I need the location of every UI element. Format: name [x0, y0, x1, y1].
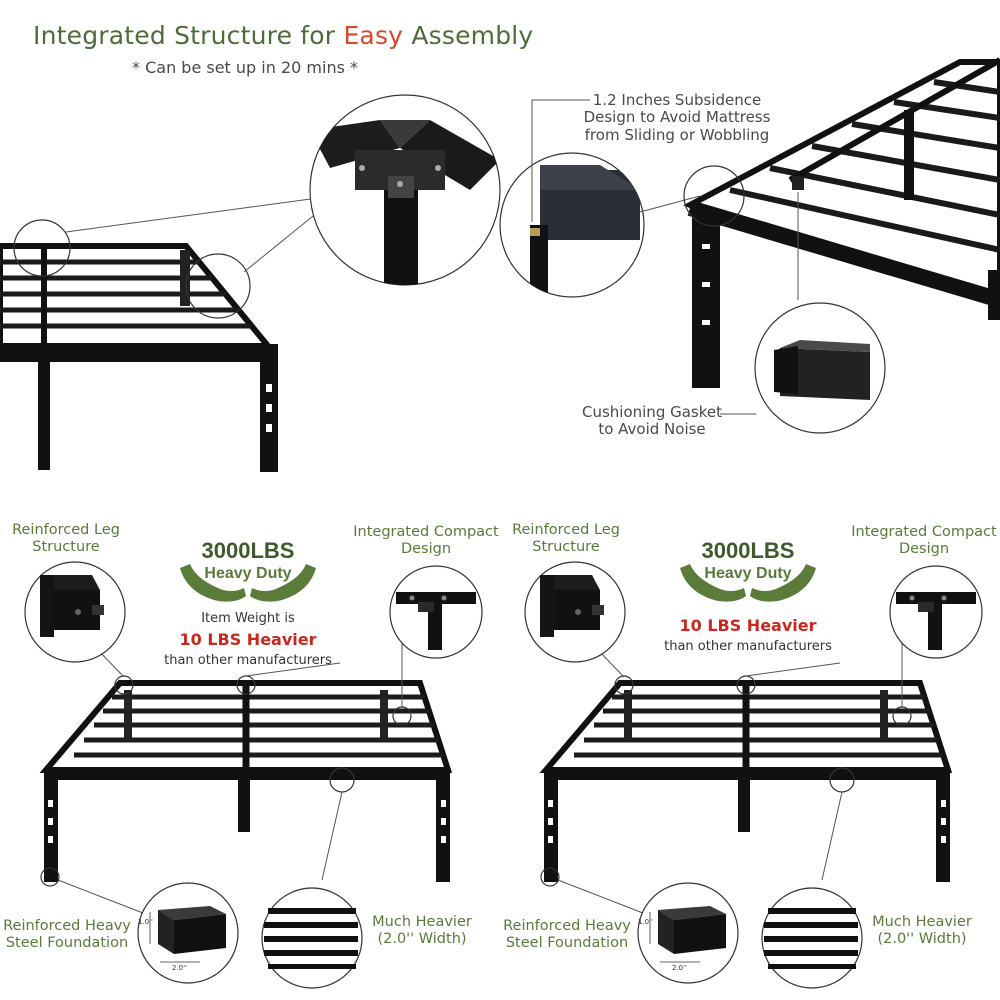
- item-weight-label-left: Item Weight is: [201, 611, 295, 626]
- dimension-height-right: 1.0'': [638, 918, 653, 926]
- top-left-bed-illustration: [0, 197, 319, 472]
- width-label-right: Much Heavier (2.0'' Width): [872, 914, 972, 947]
- gasket-closeup: [720, 302, 886, 434]
- load-capacity-right: 3000LBS: [701, 538, 795, 563]
- dimension-width-right: 2.0'': [672, 964, 687, 972]
- weight-comparison-right: than other manufacturers: [664, 639, 832, 654]
- weight-highlight-right: 10 LBS Heavier: [679, 616, 817, 635]
- subsidence-closeup: [499, 99, 701, 298]
- width-label-left: Much Heavier (2.0'' Width): [372, 914, 472, 947]
- leg-structure-label-right: Reinforced Leg Structure: [512, 522, 620, 555]
- gasket-caption: Cushioning Gasket to Avoid Noise: [581, 403, 722, 439]
- steel-foundation-label-right: Reinforced Heavy Steel Foundation: [503, 918, 631, 951]
- subsidence-caption: 1.2 Inches Subsidence Design to Avoid Ma…: [583, 91, 771, 144]
- title-accent: Easy: [343, 21, 404, 50]
- page-title: Integrated Structure for Easy Assembly: [33, 21, 534, 50]
- page-subtitle: * Can be set up in 20 mins *: [132, 58, 359, 77]
- compact-design-label-left: Integrated Compact Design: [353, 524, 499, 557]
- load-capacity-left: 3000LBS: [201, 538, 295, 563]
- dimension-width-left: 2.0'': [172, 964, 187, 972]
- heavy-duty-label-left: Heavy Duty: [204, 565, 292, 582]
- dimension-height-left: 1.0'': [138, 918, 153, 926]
- top-right-bed-illustration: [683, 57, 1000, 388]
- steel-foundation-label-left: Reinforced Heavy Steel Foundation: [3, 918, 131, 951]
- heavy-duty-label-right: Heavy Duty: [704, 565, 792, 582]
- weight-highlight-left: 10 LBS Heavier: [179, 630, 317, 649]
- weight-comparison-left: than other manufacturers: [164, 653, 332, 668]
- leg-structure-label-left: Reinforced Leg Structure: [12, 522, 120, 555]
- corner-joint-closeup: [309, 94, 501, 286]
- compact-design-label-right: Integrated Compact Design: [851, 524, 997, 557]
